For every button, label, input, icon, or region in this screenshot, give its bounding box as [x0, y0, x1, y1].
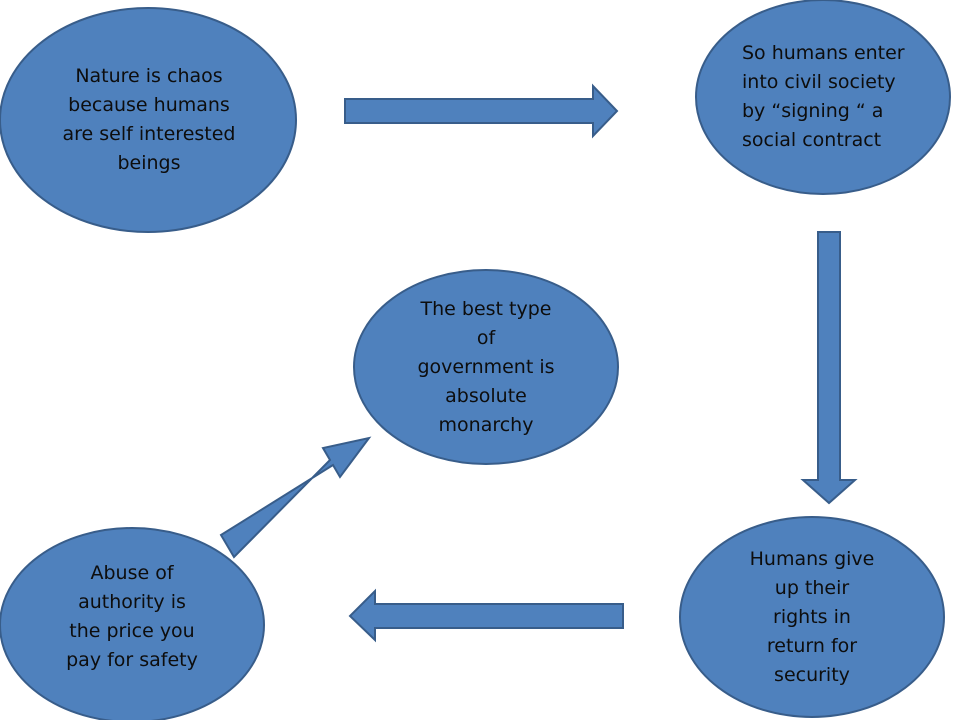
node-absolute-monarchy-line-4: absolute [445, 384, 527, 407]
node-absolute-monarchy-shape [353, 269, 619, 465]
node-nature-chaos-line-4: beings [117, 152, 181, 174]
node-nature-chaos-line-3: are self interested [62, 123, 236, 145]
node-nature-chaos-shape [0, 7, 297, 233]
node-social-contract-line-1: So humans enter [742, 42, 905, 64]
node-absolute-monarchy-line-2: of [476, 326, 496, 349]
node-social-contract-line-4: social contract [742, 129, 882, 151]
node-give-up-rights-line-4: return for [766, 634, 858, 657]
node-abuse-authority-line-4: pay for safety [66, 649, 198, 671]
node-social-contract-shape [695, 0, 951, 195]
node-nature-chaos-label: Nature is chaos because humans are self … [20, 60, 278, 180]
node-absolute-monarchy-line-5: monarchy [438, 413, 534, 436]
node-abuse-authority-line-2: authority is [78, 591, 186, 613]
node-nature-chaos-line-1: Nature is chaos [75, 65, 223, 87]
arrow-right [344, 83, 619, 139]
node-social-contract-line-3: by “signing “ a [742, 100, 884, 122]
node-give-up-rights-label: Humans give up their rights in return fo… [712, 542, 912, 692]
node-social-contract-label: So humans enter into civil society by “s… [712, 37, 934, 157]
node-absolute-monarchy-label: The best type of government is absolute … [386, 292, 586, 442]
node-give-up-rights-line-2: up their [774, 576, 850, 599]
arrow-left [348, 588, 624, 643]
arrow-diagonal [219, 436, 372, 559]
node-nature-chaos-line-2: because humans [68, 94, 230, 116]
node-absolute-monarchy-line-3: government is [417, 355, 555, 378]
node-abuse-authority-line-3: the price you [69, 620, 195, 642]
node-abuse-authority-shape [0, 527, 265, 720]
arrow-down [800, 231, 858, 505]
node-abuse-authority-label: Abuse of authority is the price you pay … [32, 557, 232, 677]
node-give-up-rights-line-5: security [774, 663, 850, 686]
node-abuse-authority-line-1: Abuse of [90, 562, 174, 584]
node-give-up-rights-shape [679, 516, 945, 718]
node-give-up-rights-line-3: rights in [773, 605, 851, 628]
node-absolute-monarchy-line-1: The best type [420, 297, 552, 320]
node-social-contract-line-2: into civil society [742, 71, 896, 93]
node-give-up-rights-line-1: Humans give [749, 547, 875, 570]
